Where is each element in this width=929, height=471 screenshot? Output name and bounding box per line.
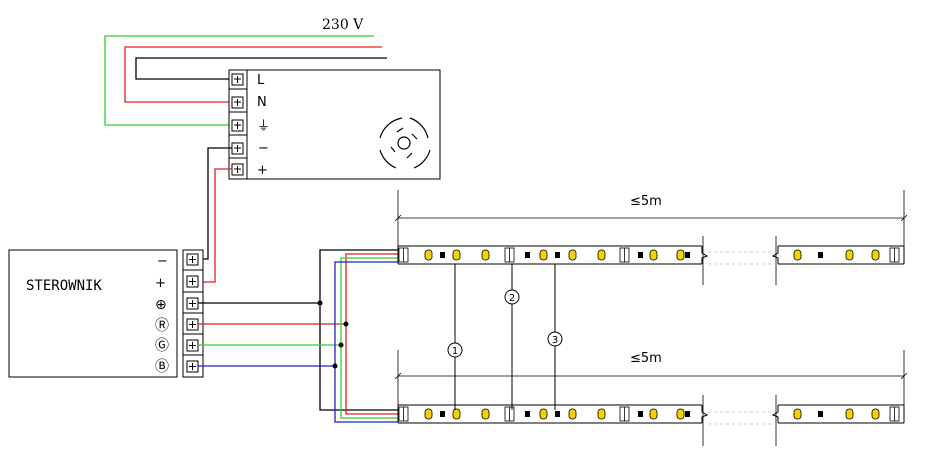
callout-1: 1 — [447, 342, 463, 358]
led-chip — [845, 408, 854, 420]
psu-label-l: L — [257, 73, 265, 88]
strip-solder-pads — [504, 247, 515, 263]
strip-solder-pads — [889, 247, 900, 263]
psu-label-plus: + — [257, 163, 268, 178]
fan-icon — [379, 117, 431, 169]
resistor — [685, 252, 690, 258]
led-chip — [568, 249, 577, 261]
strip-solder-pads — [398, 247, 409, 263]
strip-break-marks — [702, 236, 777, 446]
psu-label-n: N — [257, 95, 267, 110]
controller-body — [8, 249, 178, 378]
length-label-bottom: ≤5m — [630, 351, 662, 366]
controller-label-b: Ⓑ — [155, 359, 169, 375]
psu-minus-wire — [190, 147, 232, 260]
led-chip — [452, 249, 461, 261]
led-chip — [649, 408, 658, 420]
resistor — [818, 411, 823, 417]
length-label-top: ≤5m — [630, 194, 662, 209]
mains-wires — [104, 35, 387, 126]
led-chip — [871, 408, 880, 420]
resistor — [525, 411, 530, 417]
controller-title: STEROWNIK — [26, 278, 102, 294]
led-chip — [424, 408, 433, 420]
controller-label-g: Ⓖ — [155, 338, 169, 354]
controller-label-plus: + — [155, 276, 166, 291]
resistor — [818, 252, 823, 258]
led-chip — [676, 408, 685, 420]
controller: STEROWNIK − + ⊕ Ⓡ Ⓖ Ⓑ — [8, 249, 204, 378]
dimension-bottom — [394, 350, 908, 406]
green-wire-bus — [340, 257, 398, 419]
callout-3-label: 3 — [552, 335, 558, 346]
led-chip — [539, 408, 548, 420]
red-wire-bus — [345, 253, 398, 415]
psu-label-minus: − — [258, 141, 269, 156]
strip-solder-pads — [398, 406, 409, 422]
led-chip — [793, 249, 802, 261]
led-chip — [793, 408, 802, 420]
controller-label-r: Ⓡ — [155, 318, 169, 334]
led-chip — [597, 249, 606, 261]
resistor — [638, 411, 643, 417]
dimension-top — [394, 190, 908, 246]
led-chip — [597, 408, 606, 420]
led-chip — [568, 408, 577, 420]
led-chip — [649, 249, 658, 261]
callout-lines — [454, 264, 556, 410]
psu-body — [246, 69, 441, 180]
mains-green-wire — [104, 35, 374, 126]
mains-black-wire — [135, 57, 387, 80]
callout-3: 3 — [547, 331, 563, 347]
led-chip — [481, 408, 490, 420]
led-chip — [871, 249, 880, 261]
power-supply: L N ⏚ − + — [228, 69, 441, 180]
callout-2: 2 — [504, 289, 520, 305]
controller-label-minus: − — [157, 254, 168, 269]
strip-solder-pads — [504, 406, 515, 422]
mains-red-wire — [124, 46, 382, 103]
resistor — [555, 252, 560, 258]
led-chip — [845, 249, 854, 261]
led-chip — [452, 408, 461, 420]
strip-solder-pads — [619, 406, 630, 422]
output-wires — [198, 249, 398, 423]
callout-1-label: 1 — [452, 346, 458, 357]
led-chip — [539, 249, 548, 261]
supply-voltage-label: 230 V — [322, 17, 364, 33]
strip-solder-pads — [619, 247, 630, 263]
led-strip-top — [397, 245, 905, 265]
resistor — [685, 411, 690, 417]
led-chip — [424, 249, 433, 261]
led-strip-bottom — [397, 404, 905, 424]
common-wire-bus — [319, 249, 398, 411]
controller-label-common: ⊕ — [155, 297, 167, 313]
resistor — [525, 252, 530, 258]
callout-2-label: 2 — [509, 293, 515, 304]
led-chip — [676, 249, 685, 261]
psu-label-earth: ⏚ — [257, 119, 270, 134]
controller-terminals — [183, 253, 203, 373]
strip-solder-pads — [889, 406, 900, 422]
resistor — [440, 411, 445, 417]
led-chip — [481, 249, 490, 261]
blue-wire-bus — [334, 261, 398, 423]
resistor — [555, 411, 560, 417]
resistor — [638, 252, 643, 258]
resistor — [440, 252, 445, 258]
